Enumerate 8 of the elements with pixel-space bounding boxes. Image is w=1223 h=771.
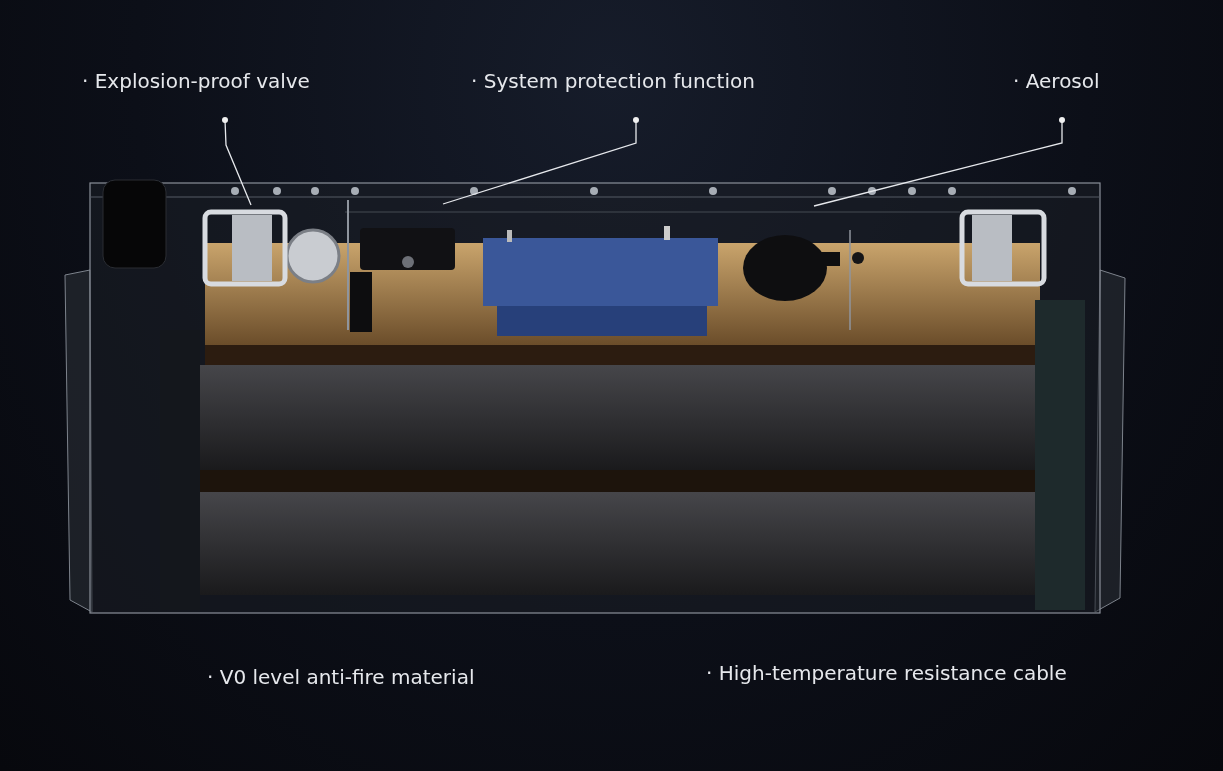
callout-label: · Aerosol — [1013, 69, 1100, 93]
leader-line — [222, 117, 252, 206]
leader-line — [813, 117, 1065, 207]
part-label: · V0 level anti-fire material — [207, 665, 475, 689]
callout-label: · System protection function — [471, 69, 755, 93]
part-label: · High-temperature resistance cable — [706, 661, 1067, 685]
leader-line — [442, 117, 639, 205]
callout-label: · Explosion-proof valve — [82, 69, 310, 93]
